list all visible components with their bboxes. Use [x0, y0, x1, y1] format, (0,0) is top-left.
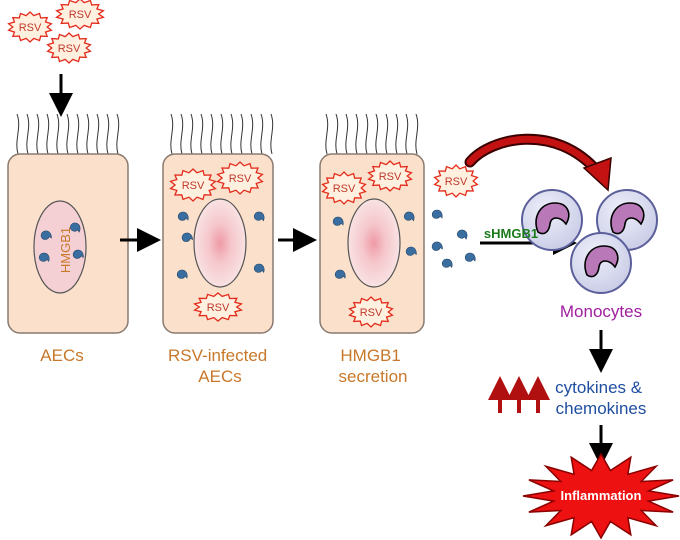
cilium — [46, 113, 50, 155]
rsv-label: RSV — [19, 22, 42, 34]
rsv-label: RSV — [207, 302, 230, 314]
cilium — [260, 113, 264, 155]
monocyte — [570, 232, 632, 294]
inflammation-burst: Inflammation — [522, 452, 680, 540]
cilium — [355, 113, 359, 155]
cilium — [345, 113, 349, 155]
cytokines-label: cytokines & chemokines — [555, 378, 647, 418]
rsv-virus-icon: RSV — [367, 160, 413, 192]
cilium — [56, 113, 60, 155]
rsv-virus-icon: RSV — [55, 0, 105, 30]
rsv-virus-icon: RSV — [216, 161, 264, 195]
increase-arrows — [488, 376, 550, 413]
monocyte-cluster — [521, 189, 658, 294]
rsv-virus-icon: RSV — [169, 168, 217, 202]
cilium — [405, 113, 409, 155]
cilium — [385, 113, 389, 155]
cilium — [210, 113, 214, 155]
rsv-virus-icon: RSV — [46, 32, 92, 64]
rsv-virus-icon: RSV — [433, 164, 479, 198]
nucleus — [193, 198, 247, 288]
hmgb1-protein-icon — [430, 240, 444, 252]
cilium — [200, 113, 204, 155]
inflammation-label: Inflammation — [561, 488, 642, 503]
cilium — [270, 113, 274, 155]
cilium — [66, 113, 70, 155]
cilia-group — [16, 113, 419, 155]
hmgb1-protein-icon — [332, 216, 344, 226]
cilium — [170, 113, 174, 155]
nucleus-label: HMGB1 — [58, 227, 73, 273]
cilium — [26, 113, 30, 155]
curved-arrow-rsv-to-monocytes — [464, 133, 612, 192]
rsv-virus-icon: RSV — [348, 296, 394, 328]
rsv-label: RSV — [445, 176, 468, 188]
rsv-label: RSV — [182, 180, 205, 192]
rsv-virus-icon: RSV — [7, 11, 53, 43]
rsv-virus-icon: RSV — [321, 171, 367, 205]
hmgb1-protein-icon — [334, 269, 346, 279]
cilium — [335, 113, 339, 155]
cilium — [190, 113, 194, 155]
cilium — [116, 113, 120, 155]
stage-label-rsv-infected: RSV-infected AECs — [168, 346, 272, 386]
cilium — [76, 113, 80, 155]
hmgb1-protein-icon — [176, 269, 188, 279]
rsv-label: RSV — [379, 171, 402, 183]
hmgb1-protein-icon — [456, 228, 469, 241]
rsv-virus-group: RSV RSV RSV RSV RSV RSV RSV RSV RSV RSV — [7, 0, 479, 328]
monocytes-label: Monocytes — [560, 302, 642, 321]
cilium — [415, 113, 419, 155]
rsv-label: RSV — [229, 173, 252, 185]
monocyte — [521, 189, 583, 251]
cilium — [395, 113, 399, 155]
stage-label-hmgb1-secretion: HMGB1 secretion — [339, 346, 408, 386]
cilium — [220, 113, 224, 155]
cilium — [36, 113, 40, 155]
cilium — [106, 113, 110, 155]
cilium — [96, 113, 100, 155]
hmgb1-protein-icon — [441, 258, 454, 269]
cilium — [250, 113, 254, 155]
cilium — [365, 113, 369, 155]
nucleus — [347, 198, 401, 288]
hmgb1-protein-icon — [464, 252, 476, 262]
cilium — [230, 113, 234, 155]
cilium — [325, 113, 329, 155]
rsv-label: RSV — [333, 183, 356, 195]
rsv-label: RSV — [58, 43, 81, 55]
rsv-virus-icon: RSV — [193, 292, 243, 322]
cilium — [180, 113, 184, 155]
rsv-label: RSV — [360, 307, 383, 319]
rsv-label: RSV — [69, 9, 92, 21]
shmgb1-label: sHMGB1 — [484, 226, 538, 241]
stage-label-aecs: AECs — [40, 346, 83, 365]
cilium — [375, 113, 379, 155]
hmgb1-protein-icon — [177, 211, 189, 221]
cilium — [86, 113, 90, 155]
cilium — [16, 113, 20, 155]
cell-aec-normal: HMGB1 — [7, 153, 129, 334]
hmgb1-protein-icon — [431, 209, 443, 219]
cilium — [240, 113, 244, 155]
